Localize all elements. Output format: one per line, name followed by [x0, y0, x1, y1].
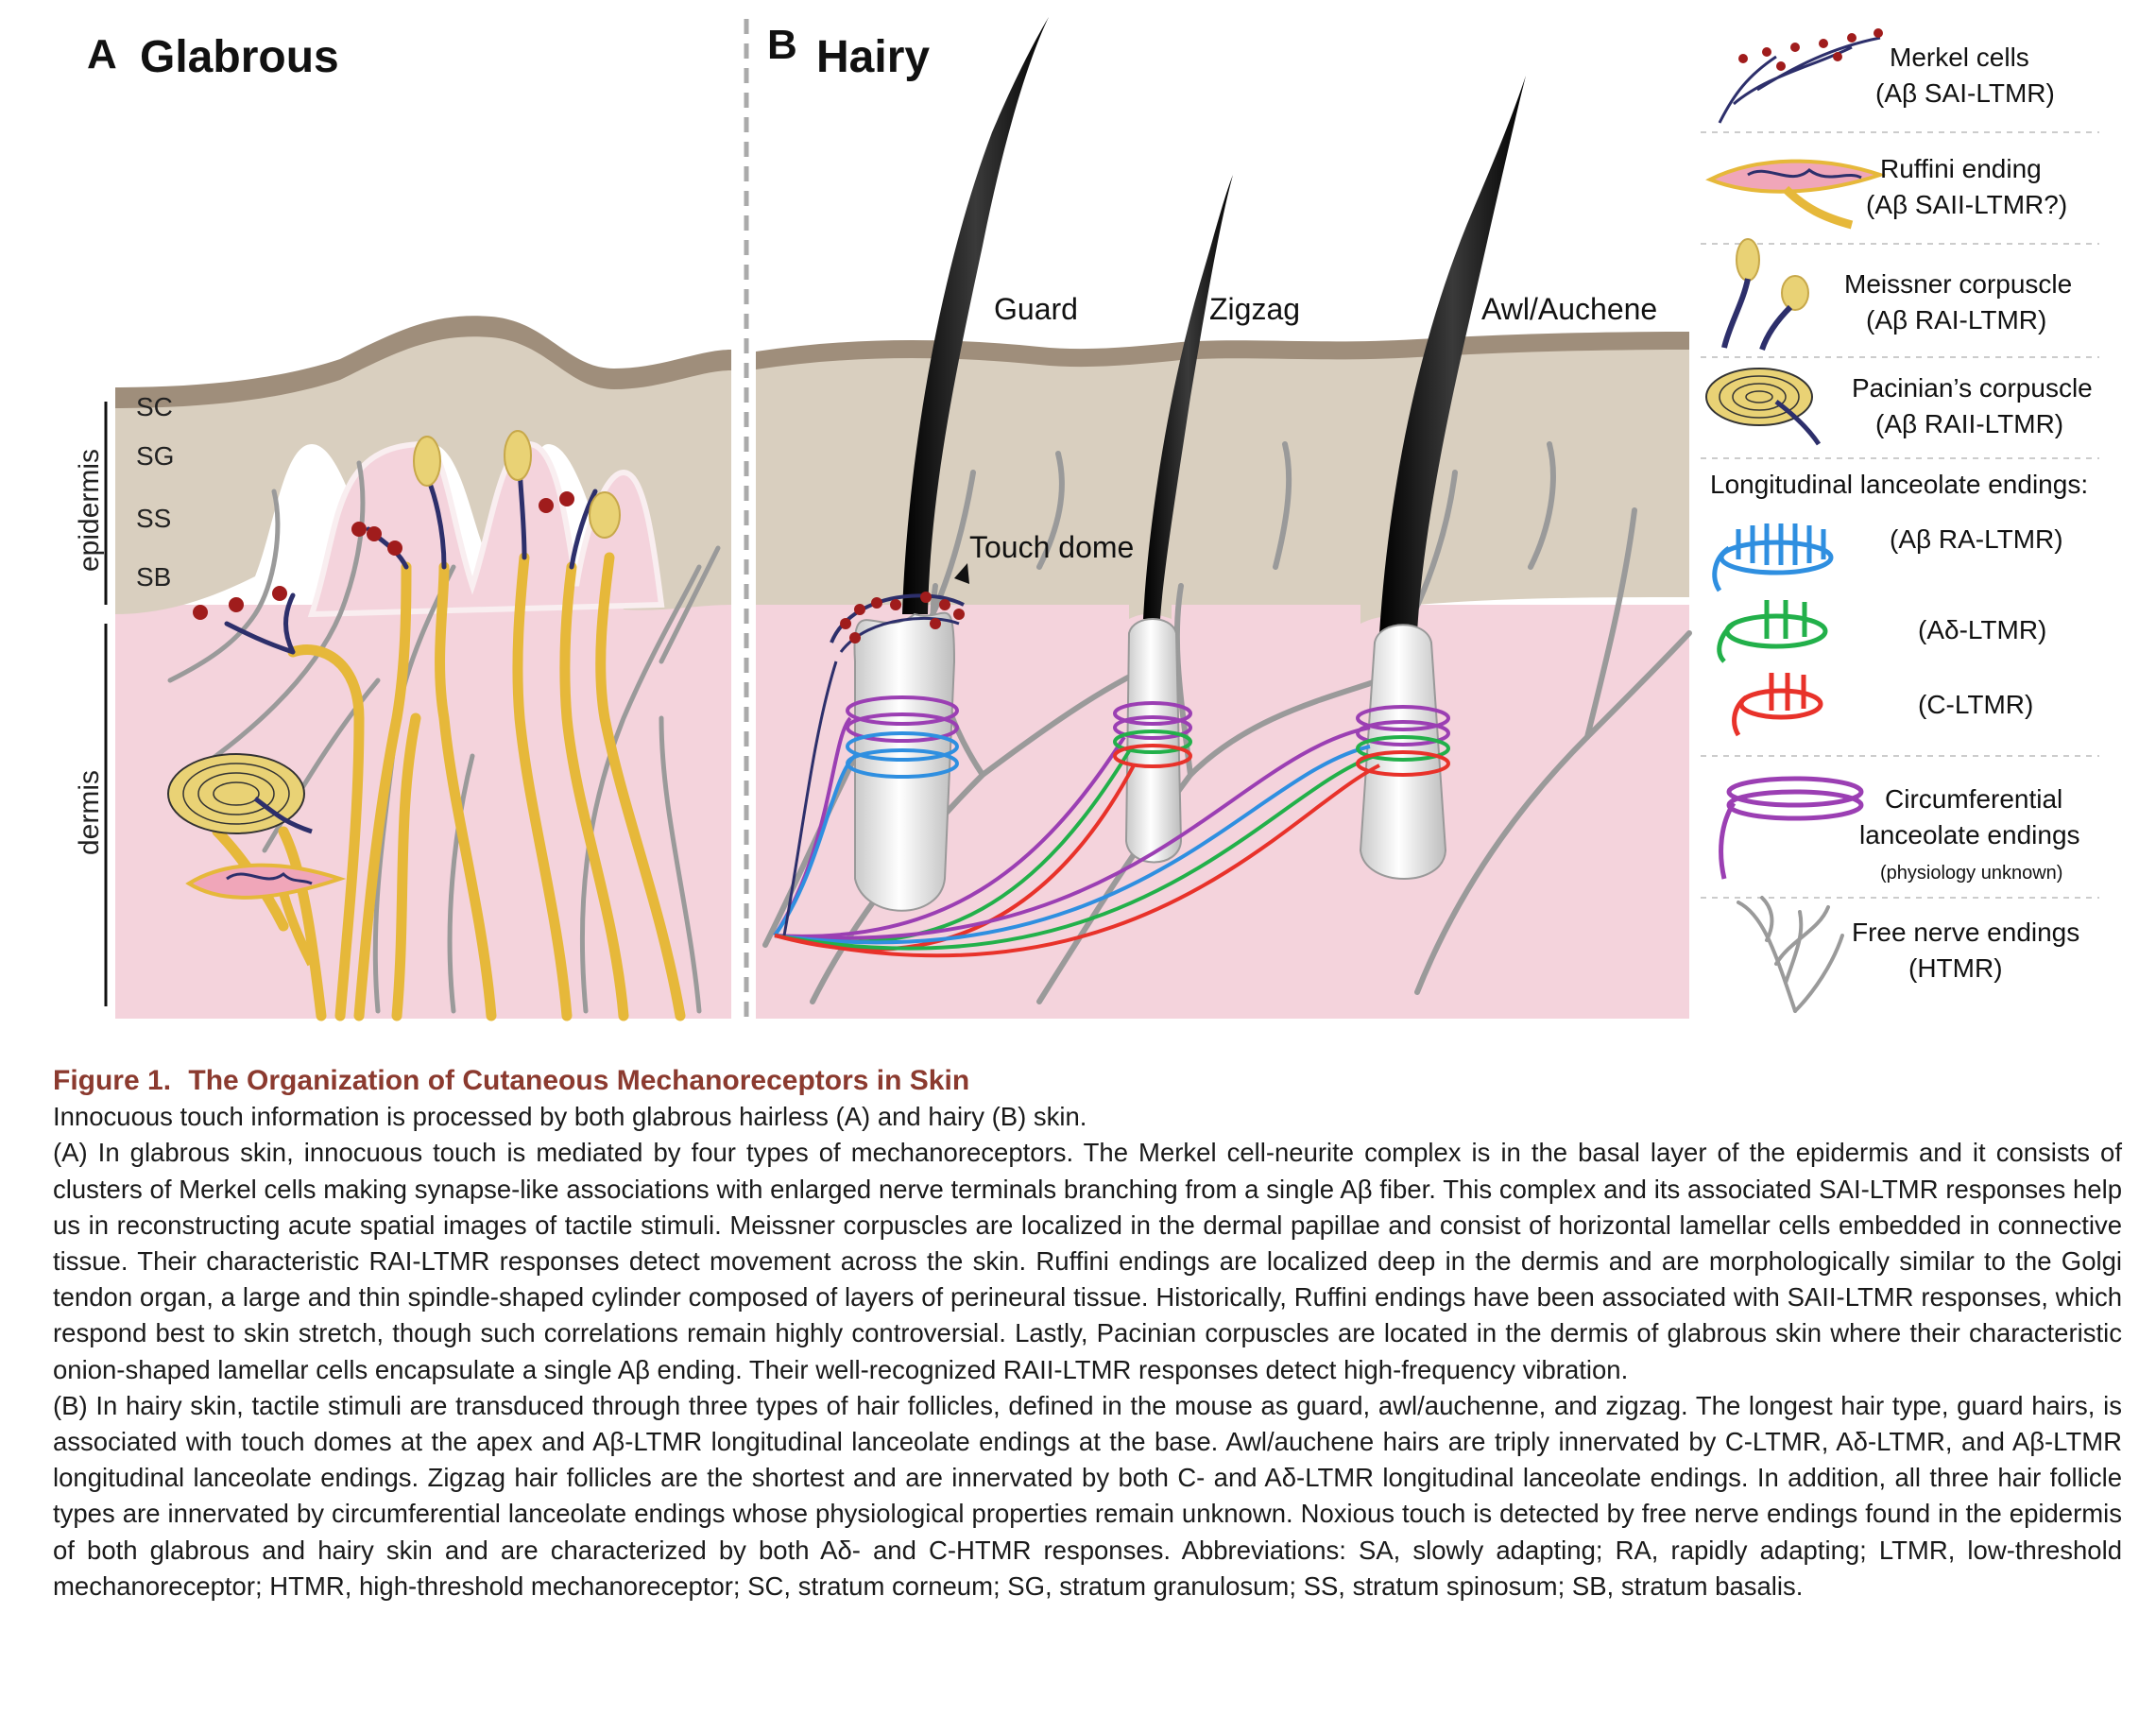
awl-hair-shaft [1379, 76, 1526, 633]
legend-circ-line3: (physiology unknown) [1880, 863, 2062, 884]
caption-title-row: Figure 1. The Organization of Cutaneous … [53, 1063, 2122, 1099]
panel-a: A Glabrous SC SG SS SB epidermis dermis [74, 31, 731, 1021]
layer-label-sg: SG [136, 441, 174, 471]
legend-pacinian-line1: Pacinian’s corpuscle [1852, 373, 2093, 403]
guard-rings [846, 695, 959, 779]
glabrous-ruffini-ending [185, 863, 347, 967]
legend-circ-line1: Circumferential [1885, 784, 2062, 814]
legend-pacinian-icon [1705, 368, 1822, 446]
legend-c-icon [1732, 673, 1823, 737]
legend-circ-icon [1719, 776, 1864, 880]
hairy-lanceolate-fibers [773, 716, 1380, 958]
legend-meissner-line1: Meissner corpuscle [1844, 269, 2072, 299]
caption-paragraph-b: (B) In hairy skin, tactile stimuli are t… [53, 1390, 2122, 1601]
figure-caption: Figure 1. The Organization of Cutaneous … [53, 1063, 2122, 1604]
glabrous-free-nerve-endings [167, 460, 721, 1014]
legend-free-line1: Free nerve endings [1852, 918, 2079, 947]
legend-c-label: (C-LTMR) [1918, 690, 2033, 719]
legend-adelta-label: (Aδ-LTMR) [1918, 615, 2046, 644]
legend-longitudinal-heading: Longitudinal lanceolate endings: [1710, 470, 2088, 499]
panel-b-title: Hairy [816, 32, 930, 82]
legend-adelta-icon [1717, 600, 1828, 663]
figure-illustration: A Glabrous SC SG SS SB epidermis dermis [74, 17, 2099, 1021]
legend-free-icon [1737, 896, 1844, 1013]
legend-free-line2: (HTMR) [1908, 953, 2003, 983]
legend-meissner-line2: (Aβ RAI-LTMR) [1866, 305, 2046, 335]
glabrous-epidermis [115, 335, 731, 614]
legend-abeta-label: (Aβ RA-LTMR) [1890, 524, 2063, 554]
layer-label-ss: SS [136, 504, 171, 533]
legend-ruffini-line2: (Aβ SAII-LTMR?) [1866, 190, 2067, 219]
caption-paragraph-a: (A) In glabrous skin, innocuous touch is… [53, 1138, 2122, 1384]
legend-ruffini-icon [1705, 159, 1887, 230]
legend-merkel-line2: (Aβ SAI-LTMR) [1875, 78, 2055, 108]
legend-pacinian-line2: (Aβ RAII-LTMR) [1875, 409, 2063, 438]
glabrous-meissner-corpuscles [413, 430, 621, 539]
layer-label-sc: SC [136, 392, 173, 421]
legend: Merkel cells (Aβ SAI-LTMR) Ruffini endin… [1701, 28, 2099, 1013]
panel-a-letter: A [87, 31, 117, 77]
caption-intro: Innocuous touch information is processed… [53, 1102, 1087, 1132]
legend-meissner-icon [1721, 238, 1809, 352]
legend-abeta-icon [1712, 523, 1834, 592]
hairy-epidermis [756, 344, 1689, 624]
panel-b: B Hairy [756, 17, 1692, 1019]
caption-title: The Organization of Cutaneous Mechanorec… [188, 1065, 970, 1096]
legend-merkel-line1: Merkel cells [1890, 43, 2029, 72]
label-guard: Guard [994, 292, 1078, 326]
zigzag-follicle [1124, 618, 1183, 864]
glabrous-merkel-cells [193, 491, 574, 620]
touch-dome [782, 563, 969, 936]
panel-b-letter: B [767, 22, 797, 68]
guard-follicle [853, 611, 956, 912]
panel-a-title: Glabrous [140, 32, 339, 82]
layer-label-sb: SB [136, 562, 171, 592]
label-awl: Awl/Auchene [1481, 292, 1657, 326]
label-touch-dome: Touch dome [969, 530, 1134, 564]
epidermis-label: epidermis [74, 449, 105, 572]
dermis-label: dermis [74, 770, 105, 855]
zigzag-hair-shaft [1143, 175, 1233, 619]
glabrous-stratum-corneum [115, 316, 731, 408]
caption-figure-number: Figure 1. [53, 1065, 172, 1096]
legend-circ-line2: lanceolate endings [1859, 820, 2080, 849]
legend-ruffini-line1: Ruffini ending [1880, 154, 2042, 183]
awl-rings [1356, 705, 1450, 777]
legend-merkel-icon [1718, 28, 1883, 124]
guard-hair-shaft [902, 17, 1049, 614]
glabrous-pacinian-corpuscle [167, 753, 313, 834]
label-zigzag: Zigzag [1209, 292, 1300, 326]
zigzag-rings [1113, 701, 1192, 768]
